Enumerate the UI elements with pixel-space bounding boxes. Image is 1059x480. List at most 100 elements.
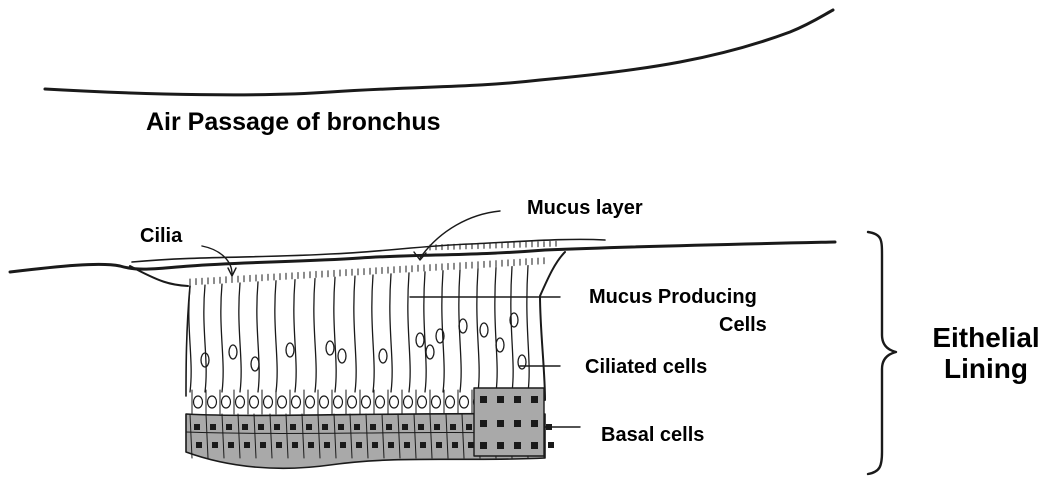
basal-cell-nucleus bbox=[531, 442, 538, 449]
basal-cell-nucleus bbox=[497, 396, 504, 403]
lower-cell-nucleus bbox=[222, 396, 231, 408]
cell-nucleus bbox=[326, 341, 334, 355]
basal-cell-nucleus bbox=[434, 424, 440, 430]
basal-cell-nucleus bbox=[436, 442, 442, 448]
basal-cell-nucleus bbox=[308, 442, 314, 448]
cell-boundary bbox=[275, 281, 277, 392]
label-epithelial-lining: Eithelial Lining bbox=[916, 323, 1056, 385]
basal-cell-nucleus bbox=[386, 424, 392, 430]
basal-cell-nucleus bbox=[242, 424, 248, 430]
cell-nucleus bbox=[496, 338, 504, 352]
cell-boundary bbox=[314, 279, 316, 393]
basal-cell-nucleus bbox=[372, 442, 378, 448]
basal-cell-nucleus bbox=[497, 420, 504, 427]
basal-cell-nucleus bbox=[226, 424, 232, 430]
cell-boundary bbox=[334, 277, 336, 392]
basal-cell-nucleus bbox=[420, 442, 426, 448]
basal-cell-nucleus bbox=[531, 420, 538, 427]
lower-cell-nucleus bbox=[236, 396, 245, 408]
cell-nucleus bbox=[416, 333, 424, 347]
lower-cell-nucleus bbox=[390, 396, 399, 408]
label-mucus-producing-line2: Cells bbox=[719, 314, 767, 336]
basal-cell-nucleus bbox=[228, 442, 234, 448]
basal-cell-nucleus bbox=[418, 424, 424, 430]
basal-cell-nucleus bbox=[468, 442, 474, 448]
lower-cell-nucleus bbox=[404, 396, 413, 408]
basal-cell-nucleus bbox=[480, 442, 487, 449]
basal-cell-nucleus bbox=[404, 442, 410, 448]
cell-nucleus bbox=[251, 357, 259, 371]
lower-cell-nucleus bbox=[250, 396, 259, 408]
basal-cell-nucleus bbox=[514, 442, 521, 449]
lower-cell-nucleus bbox=[432, 396, 441, 408]
cell-boundary bbox=[424, 272, 426, 392]
cell-boundary bbox=[239, 283, 241, 392]
cell-boundary bbox=[372, 275, 374, 392]
basal-cell-nucleus bbox=[276, 442, 282, 448]
cell-boundary bbox=[477, 269, 479, 392]
basal-cell-nucleus bbox=[260, 442, 266, 448]
label-mucus-producing-line1: Mucus Producing bbox=[589, 286, 757, 308]
cell-nucleus bbox=[480, 323, 488, 337]
basal-cell-nucleus bbox=[531, 396, 538, 403]
surface-right-edge bbox=[540, 252, 565, 400]
basal-cell-nucleus bbox=[548, 442, 554, 448]
cell-nucleus bbox=[518, 355, 526, 369]
basal-cell-nucleus bbox=[324, 442, 330, 448]
lower-cell-nucleus bbox=[320, 396, 329, 408]
label-epithelial-line1: Eithelial bbox=[916, 323, 1056, 354]
cell-boundary bbox=[408, 273, 410, 392]
lower-cell-nucleus bbox=[362, 396, 371, 408]
basal-cell-nucleus bbox=[292, 442, 298, 448]
lower-cell-nucleus bbox=[446, 396, 455, 408]
basal-cell-nucleus bbox=[258, 424, 264, 430]
cell-nucleus bbox=[379, 349, 387, 363]
basal-cell-nucleus bbox=[452, 442, 458, 448]
cell-boundary bbox=[204, 285, 206, 392]
basal-cell-nucleus bbox=[514, 396, 521, 403]
basal-cell-nucleus bbox=[480, 396, 487, 403]
basal-cell-nucleus bbox=[450, 424, 456, 430]
cell-nucleus bbox=[229, 345, 237, 359]
cell-boundary bbox=[390, 274, 392, 392]
basal-cell-nucleus bbox=[244, 442, 250, 448]
label-ciliated-cells: Ciliated cells bbox=[585, 356, 707, 378]
basal-cell-nucleus bbox=[194, 424, 200, 430]
cell-boundary bbox=[527, 266, 529, 392]
basal-cell-nucleus bbox=[356, 442, 362, 448]
label-epithelial-line2: Lining bbox=[916, 354, 1056, 385]
label-air-passage: Air Passage of bronchus bbox=[146, 109, 441, 137]
basal-cell-nucleus bbox=[480, 420, 487, 427]
lower-cell-nucleus bbox=[264, 396, 273, 408]
basal-cell-nucleus bbox=[514, 420, 521, 427]
basal-cell-nucleus bbox=[370, 424, 376, 430]
basal-cell-nucleus bbox=[388, 442, 394, 448]
cell-boundary bbox=[495, 268, 497, 392]
cell-nucleus bbox=[426, 345, 434, 359]
basal-cell-nucleus bbox=[402, 424, 408, 430]
basal-cell-nucleus bbox=[306, 424, 312, 430]
cilia-arrow bbox=[202, 246, 232, 274]
label-cilia: Cilia bbox=[140, 225, 182, 247]
lower-cell-nucleus bbox=[334, 396, 343, 408]
lower-cell-nucleus bbox=[278, 396, 287, 408]
mucus-layer-arrow bbox=[420, 211, 500, 258]
cell-boundary bbox=[221, 284, 223, 392]
cell-nucleus bbox=[459, 319, 467, 333]
basal-cell-nucleus bbox=[340, 442, 346, 448]
basal-cell-nucleus bbox=[210, 424, 216, 430]
lower-cell-nucleus bbox=[376, 396, 385, 408]
basal-cell-nucleus bbox=[466, 424, 472, 430]
cell-nucleus bbox=[338, 349, 346, 363]
basal-cell-nucleus bbox=[354, 424, 360, 430]
lower-cell-nucleus bbox=[418, 396, 427, 408]
basal-cell-nucleus bbox=[322, 424, 328, 430]
basal-cell-nucleus bbox=[497, 442, 504, 449]
basal-cell-nucleus bbox=[338, 424, 344, 430]
cell-boundary bbox=[257, 282, 259, 392]
basal-cell-nucleus bbox=[274, 424, 280, 430]
basal-cell-nucleus bbox=[196, 442, 202, 448]
lower-cell-nucleus bbox=[194, 396, 203, 408]
bronchus-wall-line bbox=[45, 10, 833, 95]
